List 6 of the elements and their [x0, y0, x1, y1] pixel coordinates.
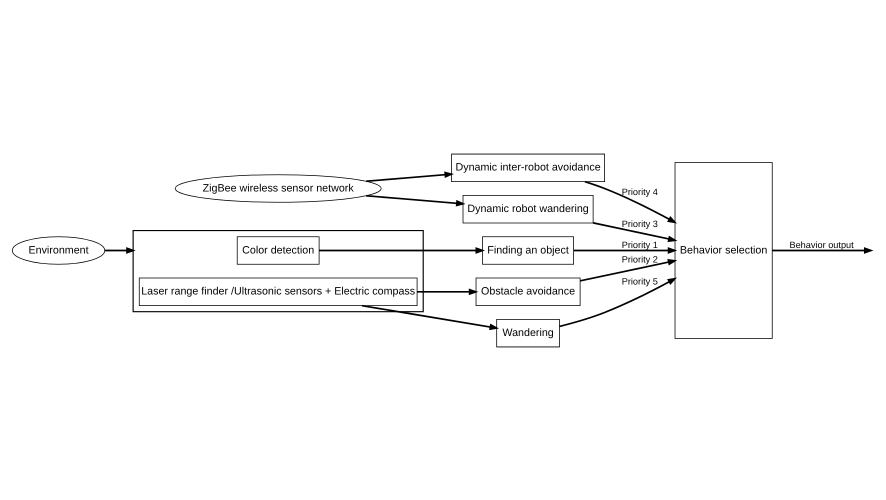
edge-label: Priority 5	[622, 276, 658, 286]
edge-label: Priority 1	[622, 239, 658, 250]
edge-label: Behavior output	[789, 239, 854, 250]
edge-label: Priority 3	[622, 218, 658, 229]
edge-label: Priority 2	[622, 254, 658, 264]
edge-label: Priority 4	[622, 186, 658, 197]
